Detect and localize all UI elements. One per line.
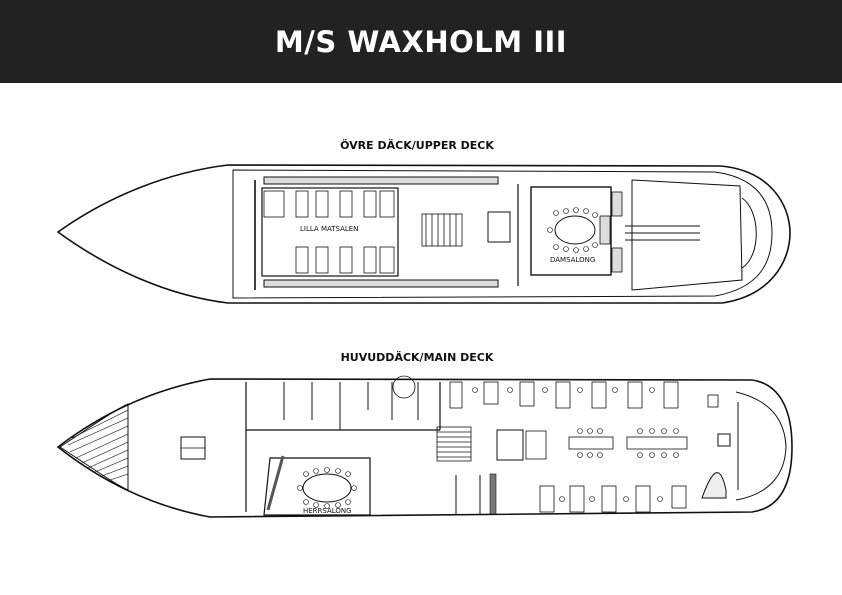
upper-deck-chairs [547, 207, 598, 253]
main-deck-tables [449, 381, 719, 513]
main-staircase [436, 426, 472, 462]
main-deck-heading: HUVUDDÄCK/MAIN DECK [340, 351, 494, 364]
damsalong-oval-table [554, 215, 596, 245]
title-banner: M/S WAXHOLM III [0, 0, 842, 83]
upper-deck-plan [56, 164, 791, 304]
page-title: M/S WAXHOLM III [274, 24, 568, 59]
upper-deck-heading: ÖVRE DÄCK/UPPER DECK [340, 139, 494, 152]
main-deck-hull [56, 378, 793, 518]
bow-deck-planking [59, 403, 129, 491]
main-deck-plan [56, 375, 793, 518]
room-label-lilla-matsalen: LILLA MATSALEN [300, 225, 358, 233]
main-deck-chairs [297, 387, 679, 509]
upper-staircase [421, 213, 463, 247]
room-label-herrsalong: HERRSALONG [303, 507, 352, 515]
dining-tables-upper-row [263, 190, 395, 218]
room-label-damsalong: DAMSALONG [550, 256, 595, 264]
herrsalong-oval-table [302, 473, 352, 503]
upper-deck-hull [56, 164, 791, 304]
dining-tables-lower-row [295, 246, 395, 274]
